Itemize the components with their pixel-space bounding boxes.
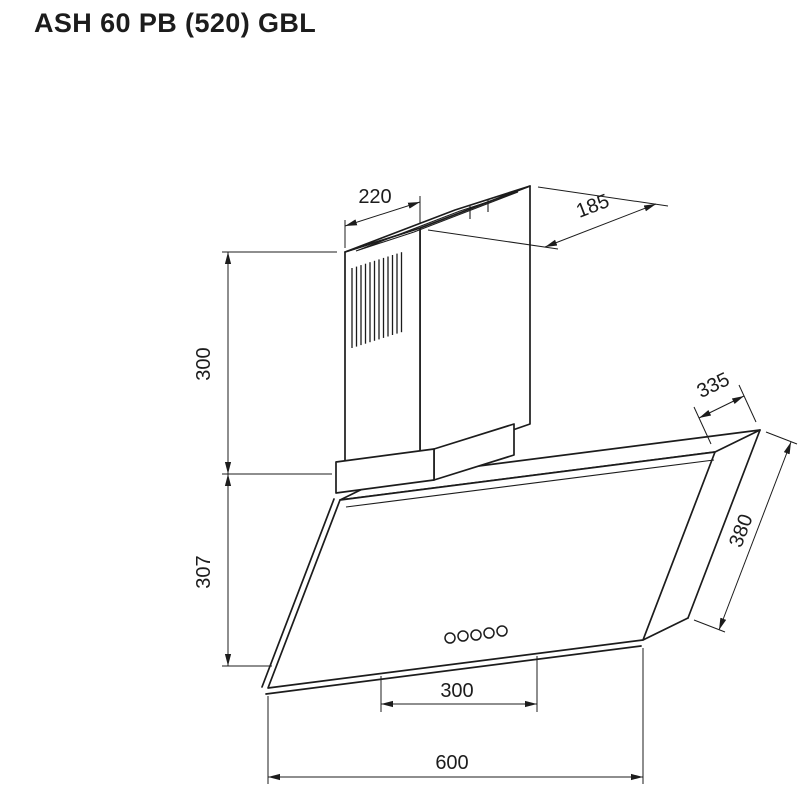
dim-bottom-inner-width-label: 300 xyxy=(440,680,473,702)
hood-bottom-back-edge xyxy=(642,617,689,641)
dimension-body-height: 307 xyxy=(193,474,272,667)
glass-top-edge-line xyxy=(345,459,715,508)
glass-front-face xyxy=(267,451,716,689)
chimney xyxy=(335,185,531,494)
vent-grille xyxy=(351,252,403,348)
glass-left-thickness-line xyxy=(261,498,335,688)
control-button xyxy=(483,627,495,639)
control-button xyxy=(457,630,469,642)
glass-panel xyxy=(261,451,716,695)
drawing-title: ASH 60 PB (520) GBL xyxy=(34,8,317,38)
control-button xyxy=(444,632,456,644)
control-button xyxy=(496,625,508,637)
dim-chimney-width-label: 220 xyxy=(358,186,391,208)
control-buttons xyxy=(444,625,508,644)
chimney-front-face xyxy=(344,227,421,473)
dim-top-depth-label: 335 xyxy=(694,368,734,402)
control-button xyxy=(470,629,482,641)
glass-bottom-thickness-line xyxy=(265,645,642,695)
chimney-collar xyxy=(335,423,515,494)
dim-front-panel-height-label: 380 xyxy=(725,511,757,550)
chimney-right-face xyxy=(419,185,531,463)
dim-body-height-label: 307 xyxy=(193,555,215,588)
dim-chimney-depth-label: 185 xyxy=(573,190,612,222)
dim-total-width-label: 600 xyxy=(435,752,468,774)
dimension-chimney-height: 300 xyxy=(193,251,337,475)
dimension-total-width: 600 xyxy=(267,648,644,784)
dim-chimney-height-label: 300 xyxy=(193,347,215,380)
dimension-chimney-width: 220 xyxy=(344,186,421,248)
chimney-top-inner-edge xyxy=(355,191,519,252)
dimension-bottom-inner-width: 300 xyxy=(380,656,538,712)
